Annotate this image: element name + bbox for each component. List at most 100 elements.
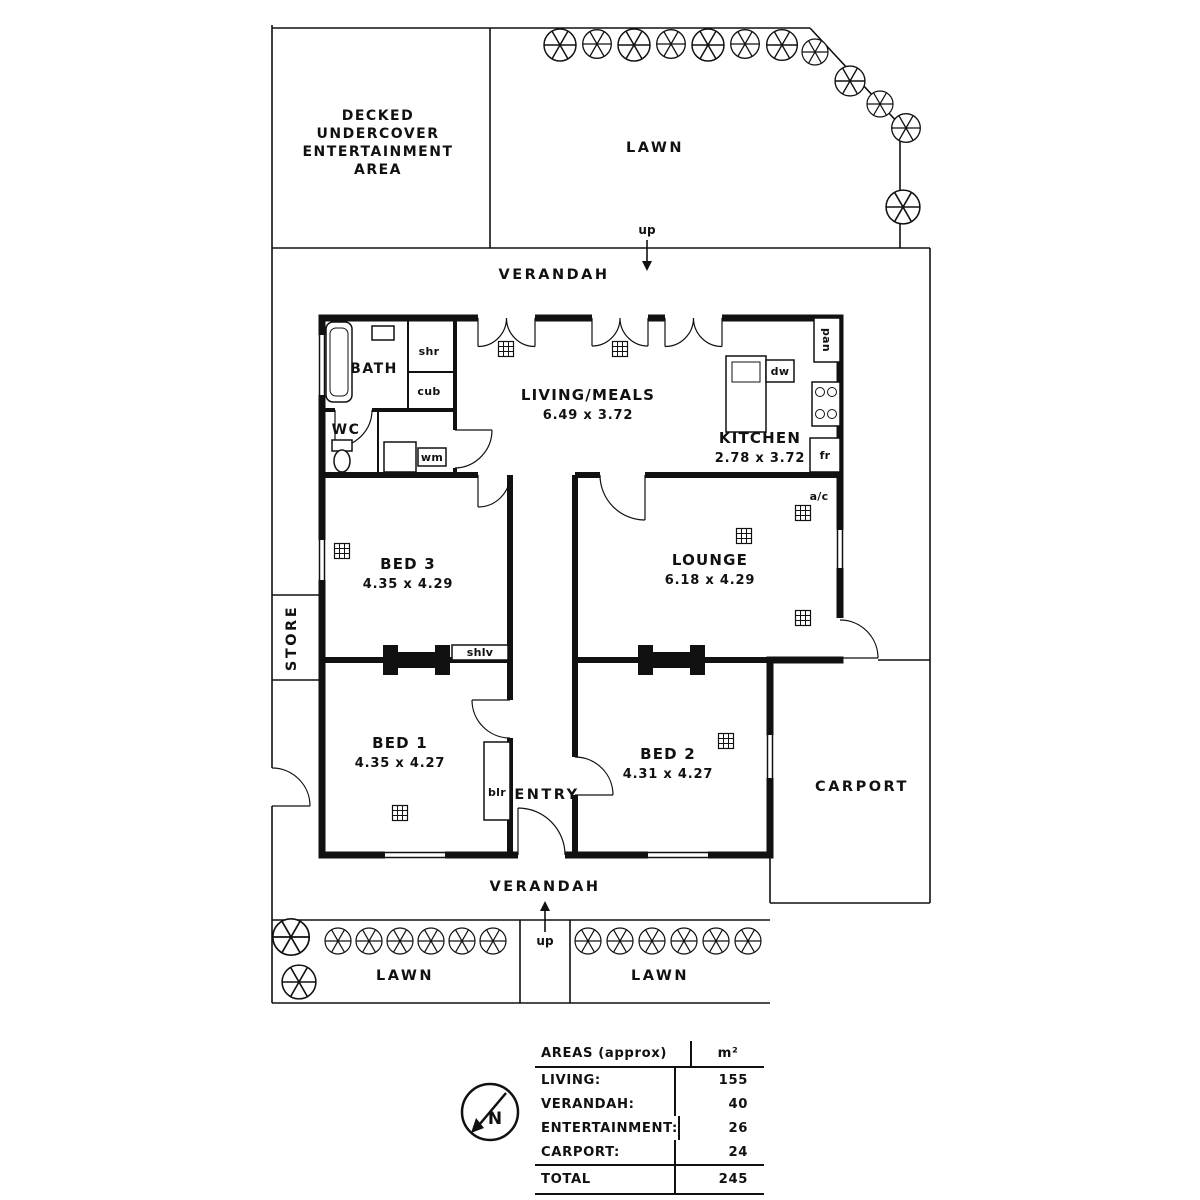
vent-icon xyxy=(794,504,812,522)
lounge-name: LOUNGE xyxy=(672,551,748,569)
entry-label: ENTRY xyxy=(514,787,579,803)
areas-row-label: ENTERTAINMENT: xyxy=(541,1120,678,1136)
lounge-dims: 6.18 x 4.29 xyxy=(665,573,755,588)
window-bed3 xyxy=(318,540,326,580)
bathtub-inner xyxy=(329,327,349,397)
shower-label: shr xyxy=(419,345,440,358)
areas-row-label: LIVING: xyxy=(541,1072,601,1088)
window-bed2-south xyxy=(648,851,708,859)
washing-machine xyxy=(383,441,417,473)
areas-row-value: 26 xyxy=(677,1116,764,1140)
up-label-top: up xyxy=(638,223,656,237)
bed1-name: BED 1 xyxy=(372,734,428,752)
fr-label: fr xyxy=(820,449,831,462)
fireplaces xyxy=(383,645,705,675)
carport-lines xyxy=(769,659,930,904)
door-laundry xyxy=(454,429,493,469)
basin xyxy=(371,325,395,341)
burner-icon xyxy=(827,387,837,397)
door-lounge xyxy=(599,474,646,521)
lawn-bottom-left-label: LAWN xyxy=(376,968,434,984)
bed2-name: BED 2 xyxy=(640,745,696,763)
compass-needle-head xyxy=(471,1118,484,1133)
door-bed3 xyxy=(477,474,511,508)
window-lounge xyxy=(836,530,844,568)
areas-row-value: 155 xyxy=(674,1068,764,1092)
bath-label: BATH xyxy=(350,361,398,377)
areas-row-verandah: VERANDAH: 40 xyxy=(535,1092,764,1116)
kitchen-island xyxy=(725,355,767,433)
areas-total-value: 245 xyxy=(674,1166,764,1193)
entertainment-label-3: ENTERTAINMENT xyxy=(302,144,453,160)
dw-label: dw xyxy=(771,365,790,378)
compass-needle xyxy=(478,1092,507,1126)
bed1-dims: 4.35 x 4.27 xyxy=(355,756,445,771)
store-label: STORE xyxy=(284,605,300,671)
toilet-bowl xyxy=(333,449,351,473)
windows xyxy=(318,335,844,859)
wc-label: WC xyxy=(332,422,361,438)
verandah-top-label: VERANDAH xyxy=(498,267,609,283)
living-name: LIVING/MEALS xyxy=(521,386,655,404)
areas-row-entertainment: ENTERTAINMENT: 26 xyxy=(535,1116,764,1140)
door-bed2 xyxy=(574,756,614,796)
areas-row-label: VERANDAH: xyxy=(541,1096,635,1112)
up-arrows: up up xyxy=(536,223,656,948)
areas-row-living: LIVING: 155 xyxy=(535,1068,764,1092)
verandah-bottom-label: VERANDAH xyxy=(489,879,600,895)
site-boundary xyxy=(271,25,931,1004)
lawn-top-label: LAWN xyxy=(626,140,684,156)
pantry xyxy=(813,317,841,363)
doors xyxy=(334,317,879,856)
kitchen-name: KITCHEN xyxy=(719,429,801,447)
door-bed1 xyxy=(471,699,511,739)
areas-total-row: TOTAL 245 xyxy=(535,1164,764,1195)
bed2-dims: 4.31 x 4.27 xyxy=(623,767,713,782)
dishwasher xyxy=(765,359,795,383)
up-arrow-bottom-head xyxy=(540,901,550,911)
ac-label: a/c xyxy=(810,490,829,503)
boiler-closet xyxy=(483,741,511,821)
gate-arc xyxy=(271,767,311,807)
fireplace-lounge-bed2 xyxy=(638,645,705,675)
areas-row-value: 24 xyxy=(674,1140,764,1164)
areas-row-value: 40 xyxy=(674,1092,764,1116)
pan-label: pan xyxy=(820,328,833,352)
up-arrow-top-head xyxy=(642,261,652,271)
vent-icon xyxy=(391,804,409,822)
entertainment-label-4: AREA xyxy=(354,162,402,178)
carport-label: CARPORT xyxy=(815,779,909,795)
wm-label-box xyxy=(417,447,447,467)
exterior-walls xyxy=(318,314,844,859)
entertainment-label-1: DECKED xyxy=(342,108,415,124)
window-bed2-east xyxy=(766,735,774,778)
fireplace-bed3-bed1 xyxy=(383,645,450,675)
door-entry xyxy=(517,807,566,856)
burner-icon xyxy=(815,387,825,397)
kitchen-dims: 2.78 x 3.72 xyxy=(715,451,805,466)
lawn-bottom-right-label: LAWN xyxy=(631,968,689,984)
stove xyxy=(811,381,841,427)
vent-icon xyxy=(717,732,735,750)
areas-table: AREAS (approx) m² LIVING: 155 VERANDAH: … xyxy=(535,1041,764,1195)
wm-label: wm xyxy=(421,451,443,464)
store-lines xyxy=(272,594,322,681)
areas-header-title: AREAS (approx) xyxy=(541,1046,667,1061)
bath-fixtures xyxy=(325,321,447,473)
bath-partitions xyxy=(377,318,455,473)
door-lounge-carport xyxy=(839,619,879,659)
vent-icon xyxy=(794,609,812,627)
french-door-2 xyxy=(591,317,649,347)
bed3-dims: 4.35 x 4.29 xyxy=(363,577,453,592)
areas-row-carport: CARPORT: 24 xyxy=(535,1140,764,1164)
blr-label: blr xyxy=(488,786,506,799)
up-label-bottom: up xyxy=(536,934,554,948)
window-bed1 xyxy=(385,851,445,859)
walkway-lines xyxy=(519,920,571,1003)
fridge xyxy=(809,437,841,473)
vent-icon xyxy=(735,527,753,545)
bed3-name: BED 3 xyxy=(380,555,436,573)
areas-row-label: CARPORT: xyxy=(541,1144,620,1160)
